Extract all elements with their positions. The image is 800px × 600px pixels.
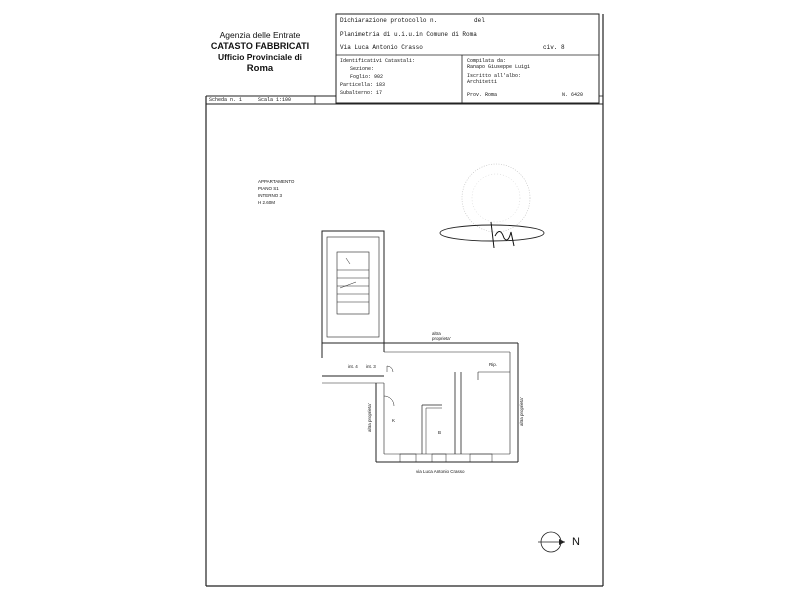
- apartment-description: APPARTAMENTO PIANO S1 INTERNO 3 H 2.60M: [258, 178, 294, 206]
- foglio-text: Foglio: 902: [350, 74, 384, 80]
- compilata-label: Compilata da:: [467, 58, 507, 64]
- compilata-name: Ranapo Giuseppe Luigi: [467, 64, 531, 70]
- address-text: Via Luca Antonio Crasso: [340, 44, 423, 51]
- agency-city: Roma: [246, 63, 274, 74]
- iscrizione-number: N. 6420: [562, 92, 584, 98]
- iscritto-label: Iscritto all'albo:: [467, 73, 522, 79]
- particella-text: Particella: 183: [340, 82, 386, 88]
- agency-block: Agenzia delle Entrate CATASTO FABBRICATI…: [200, 30, 320, 74]
- apartment-type: APPARTAMENTO: [258, 179, 295, 184]
- iscritto-value: Architetti: [467, 79, 498, 85]
- subalterno-text: Subalterno: 17: [340, 90, 383, 96]
- bathroom-label: B: [438, 430, 442, 435]
- apartment-height: H 2.60M: [258, 200, 276, 205]
- altra-top-line1: altra: [432, 331, 441, 336]
- civico-text: civ. 8: [543, 44, 565, 51]
- altra-top-line2: proprieta': [432, 336, 451, 341]
- interior-3-label: int. 3: [366, 364, 376, 369]
- sezione-text: Sezione:: [350, 66, 375, 72]
- altra-proprieta-top: altra proprieta': [432, 331, 451, 341]
- street-label: via Luca Antonio Crasso: [416, 469, 465, 474]
- north-label: N: [572, 536, 580, 548]
- kitchen-label: K: [392, 418, 396, 423]
- scala-label: Scala 1:100: [258, 97, 292, 103]
- dichiarazione-label: Dichiarazione protocollo n.: [340, 17, 438, 24]
- agency-name: Agenzia delle Entrate: [219, 30, 301, 40]
- agency-catasto: CATASTO FABBRICATI: [210, 41, 310, 51]
- interior-4-label: int. 4: [348, 364, 358, 369]
- del-label: del: [474, 17, 485, 24]
- identificativi-title: Identificativi Catastali:: [340, 58, 416, 64]
- apartment-interior: INTERNO 3: [258, 193, 283, 198]
- prov-label: Prov. Roma: [467, 92, 498, 98]
- ripostiglio-label: Rip.: [489, 362, 498, 367]
- agency-office: Ufficio Provinciale di: [217, 52, 303, 62]
- apartment-floor: PIANO S1: [258, 186, 279, 191]
- scheda-label: Scheda n. 1: [209, 97, 243, 103]
- planimetria-text: Planimetria di u.i.u.in Comune di Roma: [340, 31, 477, 38]
